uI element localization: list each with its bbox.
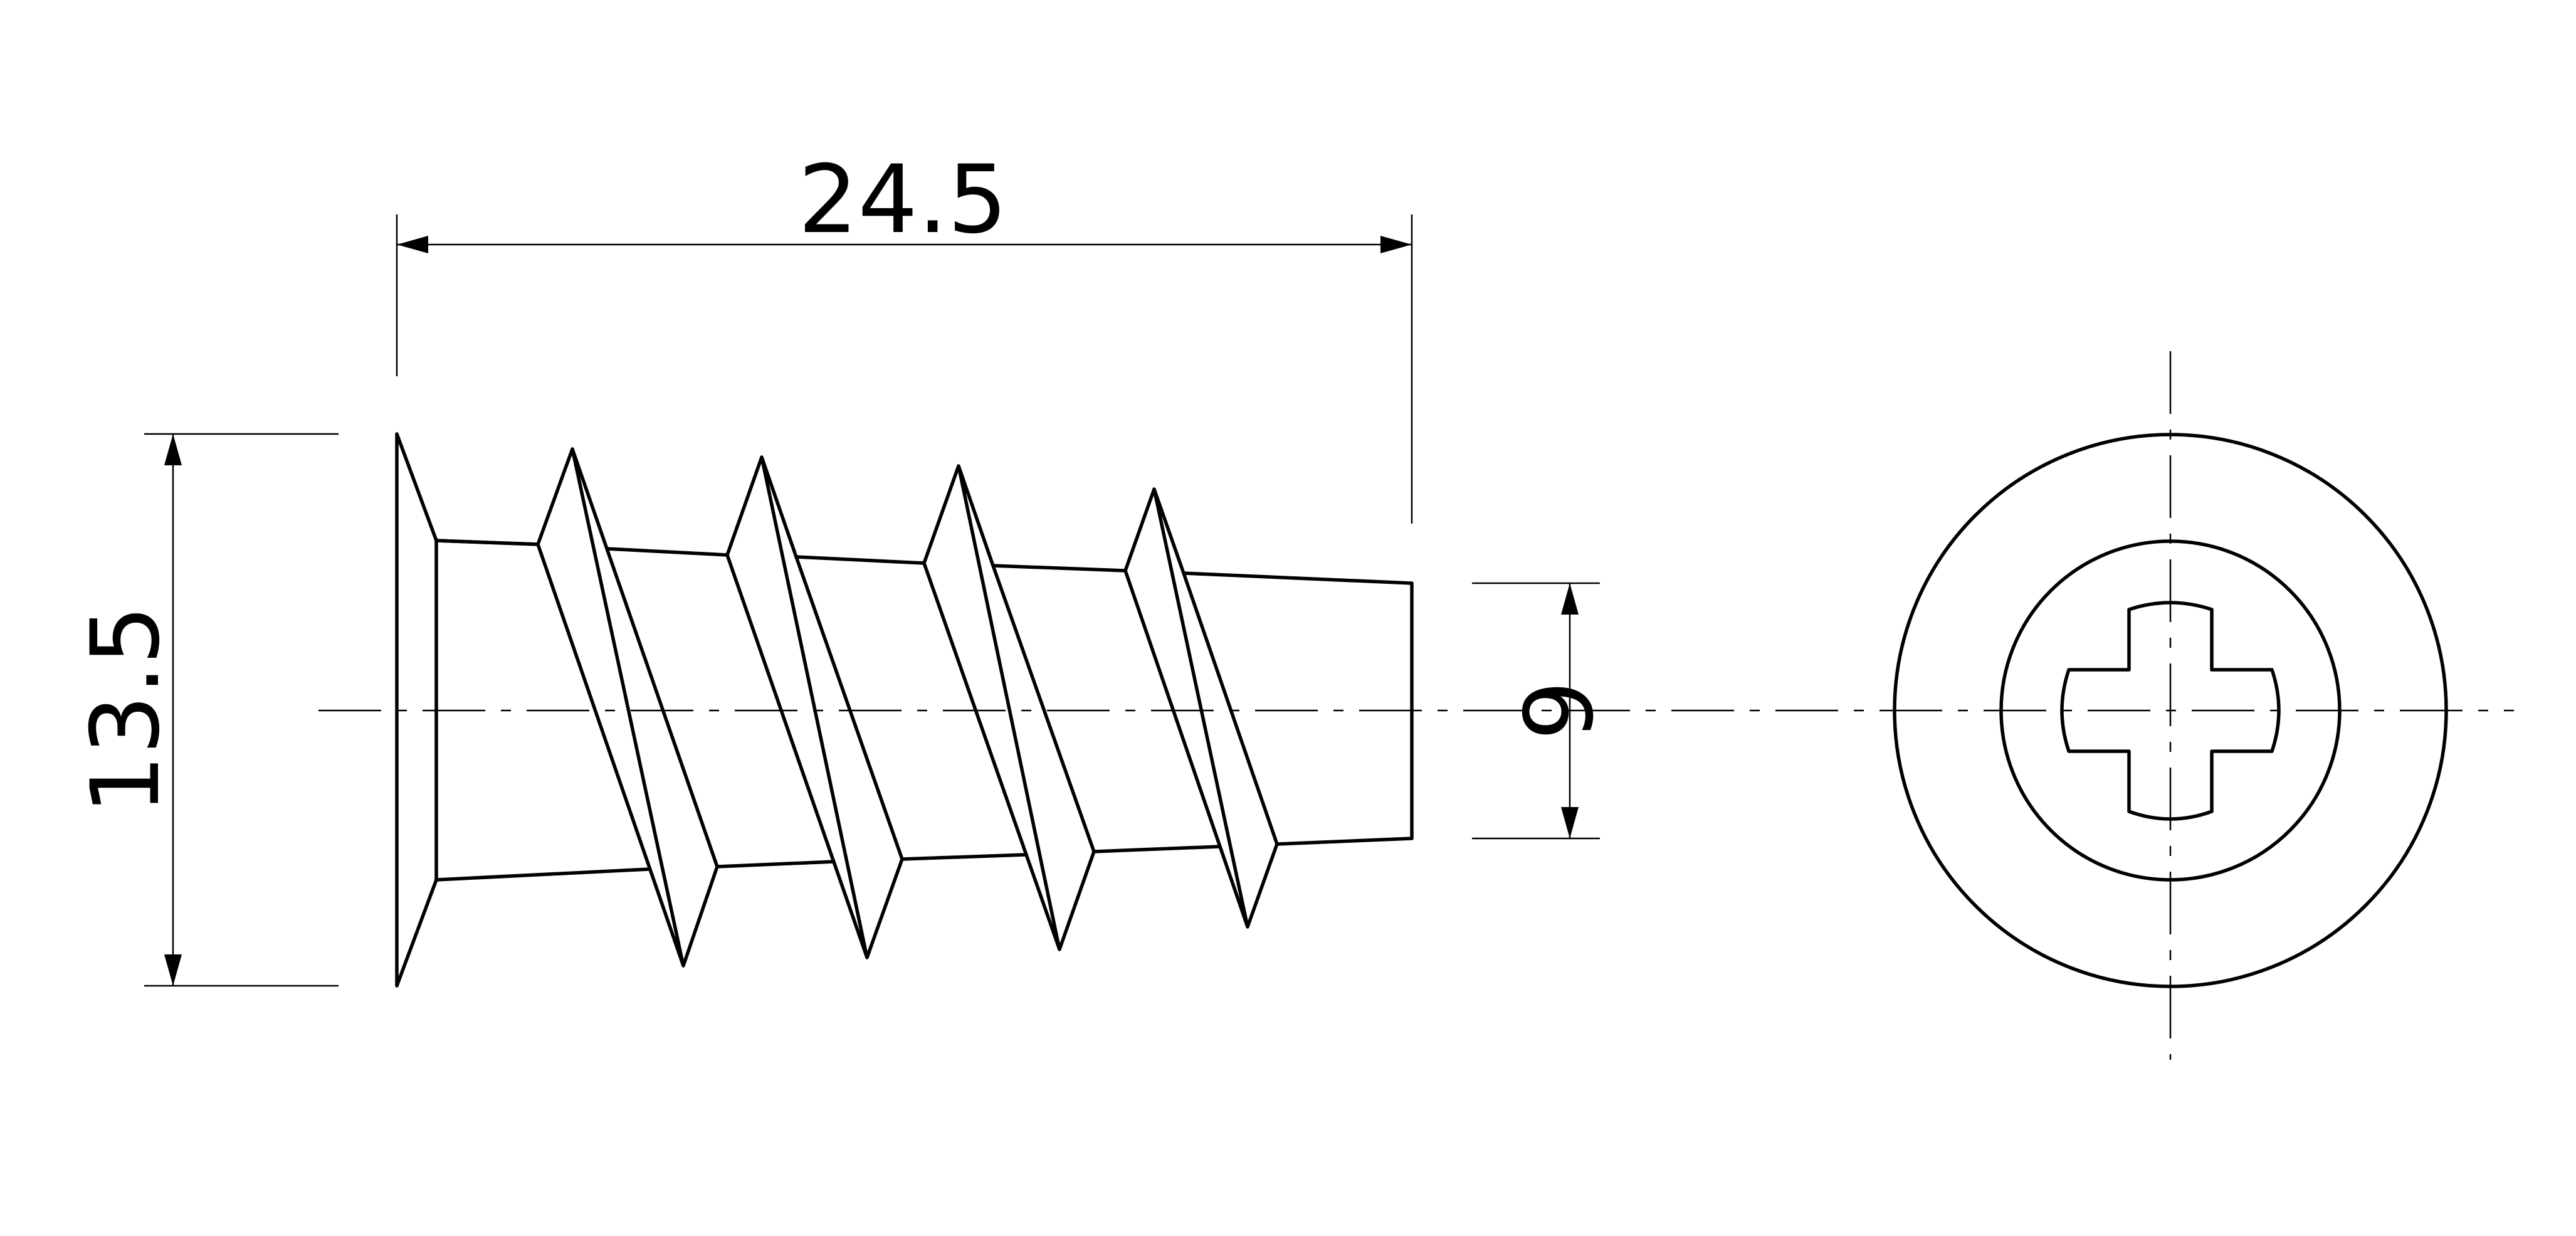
phillips-cross-icon <box>2060 601 2281 821</box>
thread-3 <box>922 464 1096 951</box>
head-outer-circle <box>1893 433 2448 988</box>
arrowhead-bottom <box>164 954 182 986</box>
shank-top-segments <box>434 539 1414 585</box>
shank-bottom-segments <box>434 837 1414 882</box>
arrowhead-tip-top <box>1561 583 1579 615</box>
tip-diameter-value: 6 <box>1501 680 1610 740</box>
screw-end-view <box>1893 433 2448 988</box>
screw-side-view <box>395 432 1414 988</box>
head-diameter-value: 13.5 <box>71 605 181 815</box>
arrowhead-tip-bottom <box>1561 807 1579 838</box>
head-inner-circle <box>1999 539 2342 882</box>
thread-2 <box>725 455 904 959</box>
dimension-tip-diameter: 6 <box>1472 582 1610 840</box>
arrowhead-right <box>1380 236 1412 253</box>
thread-1 <box>536 447 719 968</box>
dimension-head-diameter: 13.5 <box>71 433 339 987</box>
dimension-overall-length: 24.5 <box>396 145 1413 524</box>
arrowhead-left <box>397 236 428 253</box>
arrowhead-top <box>164 434 182 465</box>
center-lines <box>318 351 2514 1060</box>
thread-4 <box>1123 487 1279 929</box>
length-value: 24.5 <box>798 145 1007 255</box>
